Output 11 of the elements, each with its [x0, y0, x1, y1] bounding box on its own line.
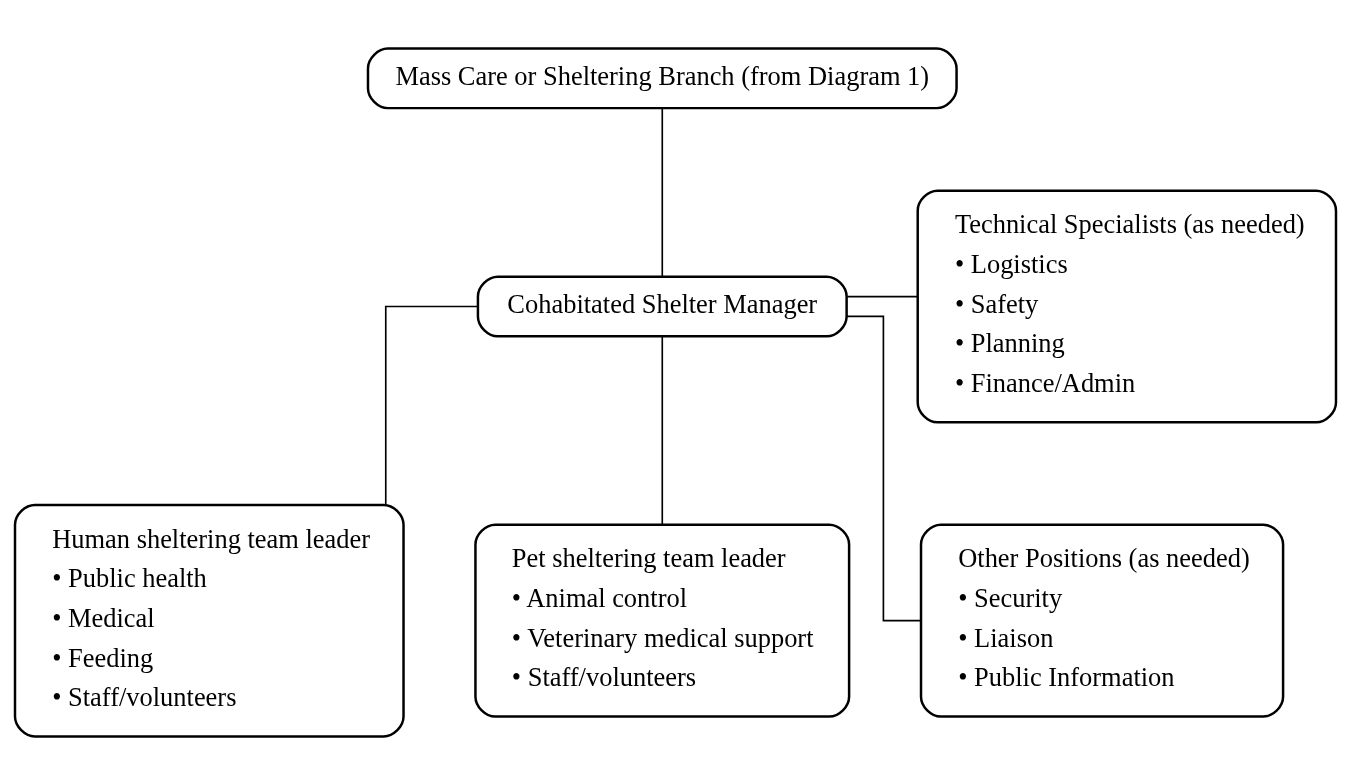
connector	[661, 335, 664, 525]
node-box: Pet sheltering team leader • Animal control • Veterinary medical support • Staff/volunteers	[474, 523, 851, 718]
node-box: Other Positions (as needed) • Security • Liaison • Public Information	[919, 523, 1285, 718]
node-box: Mass Care or Sheltering Branch (from Diagram 1)	[366, 46, 958, 109]
node-box: Human sheltering team leader • Public health • Medical • Feeding • Staff/volunteers	[13, 503, 405, 738]
connector	[384, 305, 479, 505]
node-box: Cohabitated Shelter Manager	[476, 275, 848, 338]
connector	[661, 106, 664, 277]
node-box: Technical Specialists (as needed) • Logistics • Safety • Planning • Finance/Admin	[916, 189, 1338, 423]
connector	[846, 315, 922, 621]
connector	[846, 295, 919, 297]
